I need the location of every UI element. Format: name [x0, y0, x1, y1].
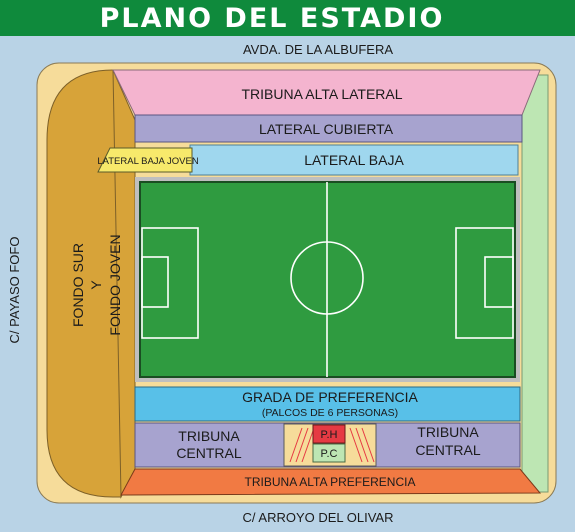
left-goal-area [141, 256, 169, 308]
tribuna-central-right-line2: CENTRAL [415, 442, 481, 458]
lateral-baja-joven [97, 147, 193, 173]
pc-label: P.C [321, 448, 338, 460]
centre-circle [290, 241, 364, 315]
tribuna-central-left-line2: CENTRAL [176, 445, 242, 461]
palcos-label: (PALCOS DE 6 PERSONAS) [262, 407, 398, 419]
right-goal-area [484, 256, 514, 308]
ph-label: P.H [321, 429, 338, 441]
lateral-baja-joven-label: LATERAL BAJA JOVEN [97, 156, 199, 167]
header-band [0, 0, 575, 36]
fondo-label-line1: FONDO SUR [70, 243, 86, 327]
lateral-baja [189, 144, 519, 176]
fondo-label-line3: FONDO JOVEN [107, 234, 123, 335]
east-stand [521, 74, 549, 493]
fondo-stand [46, 69, 122, 498]
lateral-cubierta-label: LATERAL CUBIERTA [259, 121, 394, 137]
palco-honor [312, 424, 346, 444]
tribuna-alta-preferencia-label: TRIBUNA ALTA PREFERENCIA [245, 475, 416, 489]
tribuna-central-left-line1: TRIBUNA [178, 428, 240, 444]
tribuna-central-right-line1: TRIBUNA [417, 424, 479, 440]
tribuna-alta-lateral-label: TRIBUNA ALTA LATERAL [241, 86, 402, 102]
street-south: C/ ARROYO DEL OLIVAR [243, 510, 394, 525]
grada-preferencia-label: GRADA DE PREFERENCIA [242, 389, 418, 405]
lateral-baja-label: LATERAL BAJA [304, 152, 404, 168]
palco-central [312, 443, 346, 463]
plan-title: PLANO DEL ESTADIO [100, 3, 445, 34]
street-west: C/ PAYASO FOFO [7, 237, 22, 344]
street-north: AVDA. DE LA ALBUFERA [243, 42, 393, 57]
lateral-cubierta [134, 114, 523, 143]
fondo-label-line2: Y [88, 280, 104, 290]
pitch-markings [141, 182, 514, 377]
grada-preferencia [134, 386, 521, 422]
tribuna-alta-preferencia [120, 468, 542, 496]
palco-hatching [289, 427, 375, 463]
